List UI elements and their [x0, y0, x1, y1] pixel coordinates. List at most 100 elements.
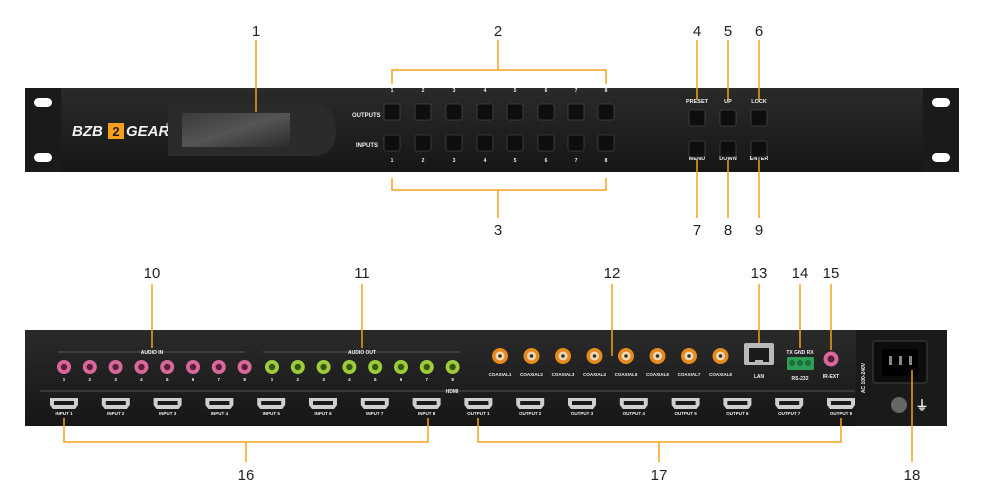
coax-jack-pin	[624, 354, 628, 358]
hdmi-port-slot	[779, 401, 800, 405]
rs232-pin-labels: TX GND RX	[786, 350, 814, 356]
callout-4: 4	[693, 23, 701, 40]
input-8-button[interactable]	[597, 134, 615, 152]
coax-jack-pin	[498, 354, 502, 358]
up-button[interactable]	[719, 109, 737, 127]
output-7-button[interactable]	[567, 103, 585, 121]
input-5-button[interactable]	[506, 134, 524, 152]
ground-screw	[891, 397, 907, 413]
hdmi-port-slot	[468, 401, 489, 405]
hdmi-port-label: OUTPUT 3	[571, 411, 594, 416]
front-right-mount-hole-bottom	[932, 153, 950, 162]
lcd-screen	[182, 113, 290, 147]
input-7-button[interactable]	[567, 134, 585, 152]
coax-label: COAXIAL5	[615, 372, 638, 377]
audio-out-jack-hole	[320, 363, 327, 371]
hdmi-port-label: INPUT 1	[55, 411, 73, 416]
power-inlet: AC 100-240V ⏚	[861, 340, 929, 413]
callout-7: 7	[693, 222, 701, 239]
callout-5: 5	[724, 23, 732, 40]
menu-button[interactable]	[688, 140, 706, 158]
callout-1: 1	[252, 23, 260, 40]
input-number-label: 3	[453, 158, 456, 164]
svg-text:2: 2	[112, 124, 119, 139]
output-number-label: 7	[575, 88, 578, 94]
coax-jack-pin	[529, 354, 534, 358]
input-number-label: 1	[391, 158, 394, 164]
audio-out-jack-hole	[397, 363, 405, 371]
coax-label: COAXIAL8	[709, 372, 732, 377]
output-3-button[interactable]	[445, 103, 463, 121]
ground-symbol-icon: ⏚	[915, 398, 928, 413]
down-button[interactable]	[719, 140, 737, 158]
input-1-button[interactable]	[383, 134, 401, 152]
lock-button[interactable]	[750, 109, 768, 127]
coax-label: COAXIAL4	[583, 372, 606, 377]
coax-label: COAXIAL3	[552, 372, 575, 377]
hdmi-port-slot	[520, 401, 541, 405]
audio-in-jack-hole	[112, 363, 119, 371]
audio-in-jack-hole	[86, 363, 94, 371]
output-2-button[interactable]	[414, 103, 432, 121]
ir-ext-jack: IR-EXT	[823, 351, 839, 380]
output-6-button[interactable]	[537, 103, 555, 121]
output-number-label: 5	[514, 88, 517, 94]
audio-out-jack-hole	[372, 363, 379, 371]
audio-out-jack-number: 2	[297, 377, 300, 382]
hdmi-port-label: OUTPUT 7	[778, 411, 801, 416]
rs232-terminal: TX GND RX RS-232	[786, 350, 814, 382]
output-number-label: 6	[545, 88, 548, 94]
callout-numbers: 1 2 3 4 5 6 7 8 9 10 11 12 13 14 15 16 1…	[144, 23, 921, 484]
hdmi-port-label: INPUT 2	[107, 411, 125, 416]
hdmi-port-label: INPUT 4	[211, 411, 229, 416]
input-2-button[interactable]	[414, 134, 432, 152]
callout-12: 12	[604, 265, 621, 282]
coax-label: COAXIAL7	[678, 372, 701, 377]
preset-button-label: PRESET	[686, 99, 709, 105]
callout-2: 2	[494, 23, 502, 40]
lock-button-label: LOCK	[751, 99, 767, 105]
audio-in-jack-hole	[189, 363, 197, 371]
output-number-label: 2	[422, 88, 425, 94]
input-4-button[interactable]	[476, 134, 494, 152]
audio-out-jack-hole	[346, 363, 353, 371]
output-1-button[interactable]	[383, 103, 401, 121]
callout-15: 15	[823, 265, 840, 282]
callout-6: 6	[755, 23, 763, 40]
output-8-button[interactable]	[597, 103, 615, 121]
up-button-label: UP	[724, 99, 732, 105]
enter-button-label: ENTER	[750, 156, 769, 162]
hdmi-port-slot	[831, 401, 851, 405]
hdmi-port-label: INPUT 5	[263, 411, 281, 416]
lan-port: LAN	[744, 343, 774, 380]
output-number-label: 4	[484, 88, 487, 94]
audio-in-jack-number: 4	[140, 377, 143, 382]
callout-14: 14	[792, 265, 809, 282]
audio-in-jack-number: 3	[114, 377, 117, 382]
input-6-button[interactable]	[537, 134, 555, 152]
hdmi-port-slot	[727, 401, 748, 405]
audio-in-jack-hole	[215, 363, 222, 371]
front-left-mount-hole-bottom	[34, 153, 52, 162]
output-4-button[interactable]	[476, 103, 494, 121]
input-3-button[interactable]	[445, 134, 463, 152]
audio-out-jack-hole	[449, 363, 456, 371]
coax-jack-pin	[561, 354, 565, 358]
callout-10: 10	[144, 265, 161, 282]
hdmi-port-label: OUTPUT 5	[674, 411, 697, 416]
preset-button[interactable]	[688, 109, 706, 127]
callout-9: 9	[755, 222, 763, 239]
brand-suffix: GEAR	[126, 123, 170, 140]
output-5-button[interactable]	[506, 103, 524, 121]
hdmi-port-slot	[364, 401, 385, 405]
hdmi-port-slot	[209, 401, 230, 405]
audio-in-jack-hole	[138, 363, 145, 371]
hdmi-port-slot	[623, 401, 644, 405]
enter-button[interactable]	[750, 140, 768, 158]
audio-out-jack-hole	[268, 363, 276, 371]
rs232-label: RS-232	[792, 376, 809, 382]
